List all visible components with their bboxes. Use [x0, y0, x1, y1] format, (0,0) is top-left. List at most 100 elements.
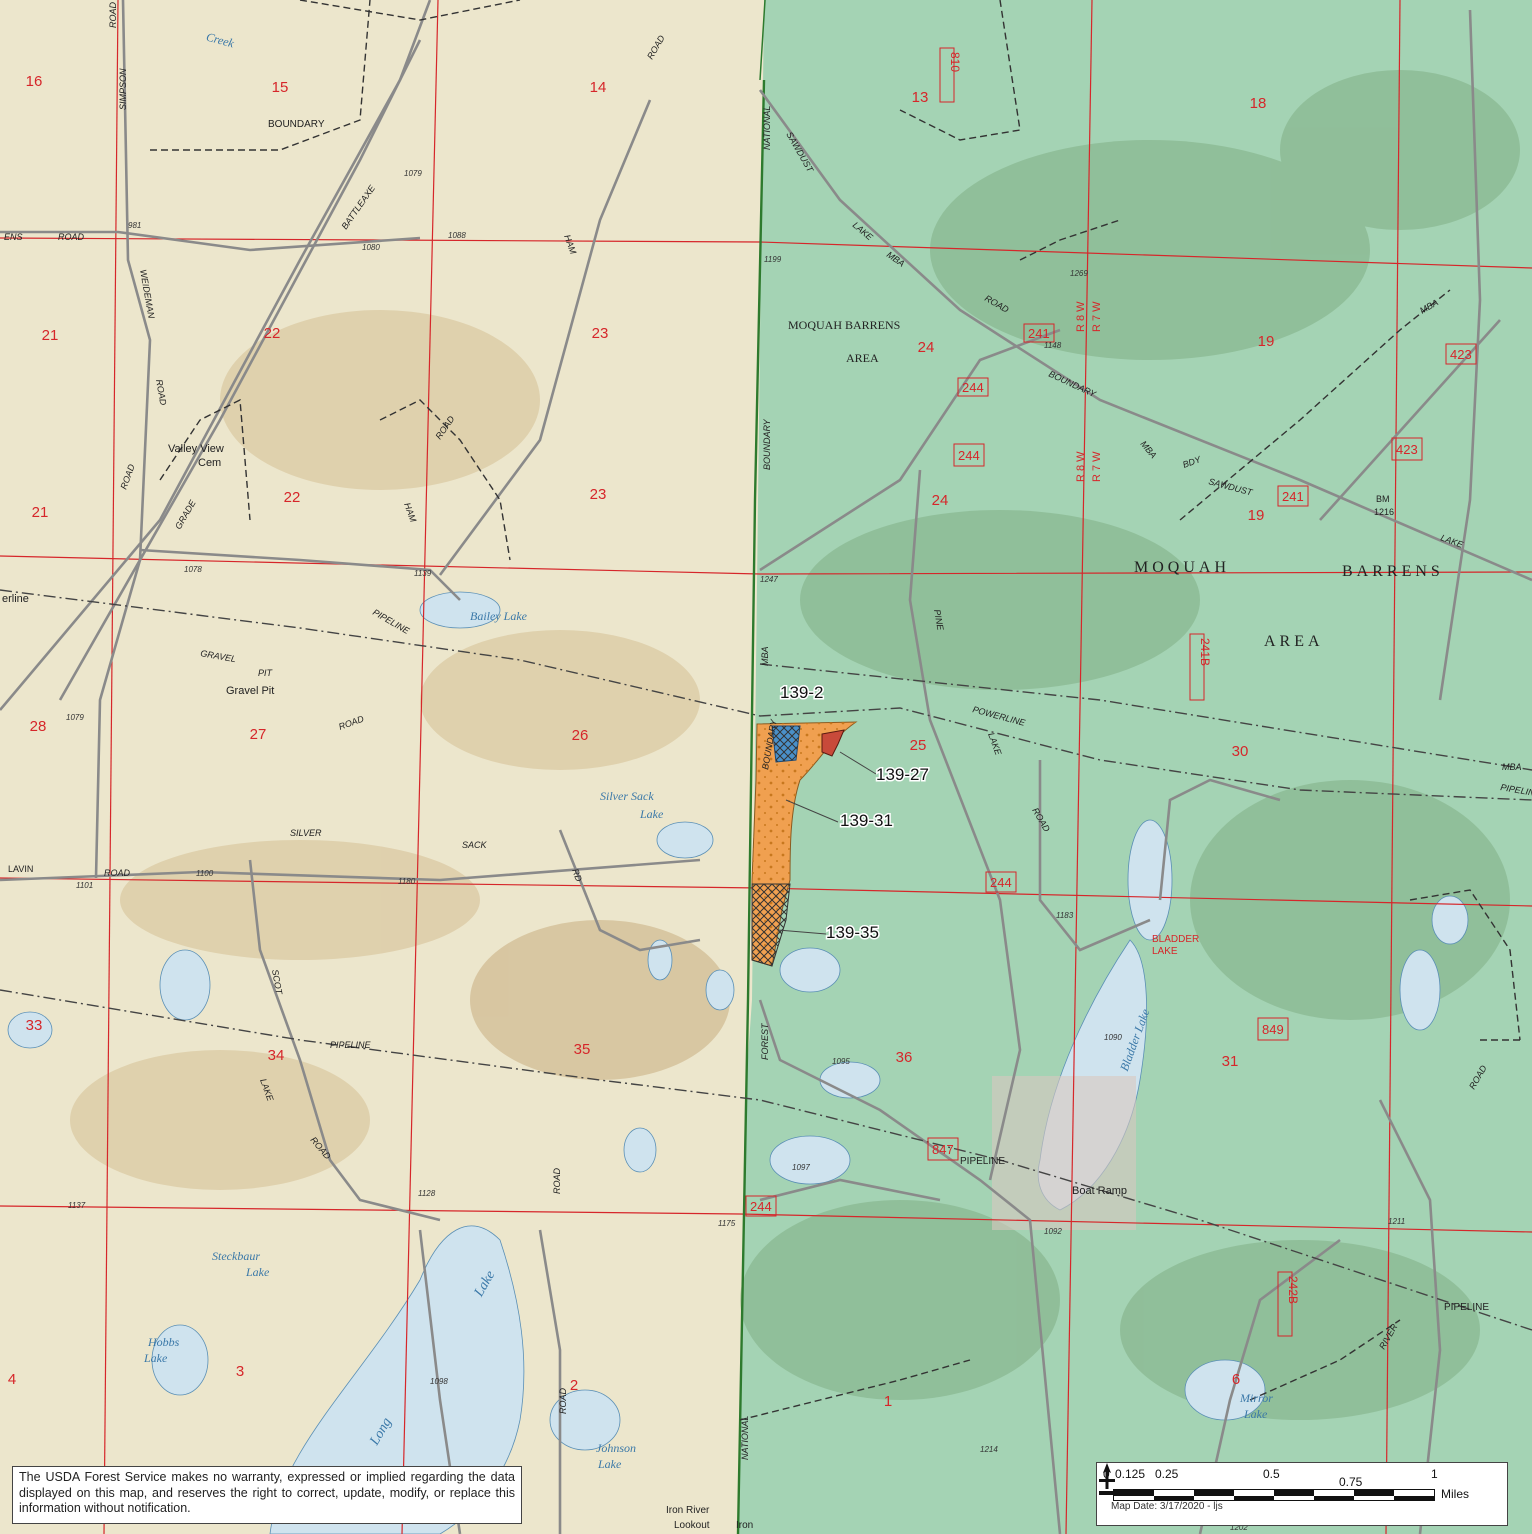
svg-text:LAVIN: LAVIN — [8, 864, 33, 874]
unit-label-139-31: 139-31 — [840, 811, 893, 830]
section-number-labels: 16 15 14 13 18 21 22 23 24 19 21 22 23 2… — [8, 73, 1275, 1410]
svg-text:R 7 W: R 7 W — [1091, 451, 1103, 482]
scale-tick-025: 0.25 — [1155, 1467, 1179, 1481]
svg-text:1088: 1088 — [448, 231, 466, 240]
section-number: 34 — [268, 1047, 285, 1064]
svg-text:BOUNDARY: BOUNDARY — [268, 119, 325, 130]
svg-text:Bailey Lake: Bailey Lake — [470, 609, 528, 623]
scale-units: Miles — [1441, 1487, 1470, 1501]
bladder-lake-development — [992, 1076, 1136, 1230]
svg-text:1100: 1100 — [196, 869, 214, 878]
svg-text:ROAD: ROAD — [58, 232, 85, 242]
svg-text:Gravel Pit: Gravel Pit — [226, 685, 274, 697]
svg-text:FOREST: FOREST — [760, 1022, 770, 1060]
svg-text:1183: 1183 — [1056, 911, 1074, 920]
svg-text:RD: RD — [570, 867, 584, 883]
svg-text:NATIONAL: NATIONAL — [762, 106, 772, 150]
svg-text:SIMPSON: SIMPSON — [118, 68, 128, 110]
map-date: Map Date: 3/17/2020 - ljs — [1111, 1501, 1223, 1512]
svg-text:Mirror: Mirror — [1239, 1391, 1273, 1405]
svg-text:BLADDER: BLADDER — [1152, 934, 1199, 945]
svg-text:AREA: AREA — [846, 351, 879, 365]
section-number: 23 — [592, 325, 609, 342]
svg-text:ROAD: ROAD — [108, 1, 118, 28]
road-number: 241 — [1028, 326, 1050, 341]
section-number: 24 — [932, 492, 949, 509]
svg-text:1128: 1128 — [418, 1189, 436, 1198]
svg-text:SACK: SACK — [462, 840, 488, 850]
section-number: 28 — [30, 718, 47, 735]
section-number: 22 — [284, 489, 301, 506]
section-number: 6 — [1232, 1371, 1240, 1388]
svg-text:LAKE: LAKE — [1152, 946, 1178, 957]
svg-text:Iron: Iron — [736, 1520, 753, 1531]
svg-text:1078: 1078 — [184, 565, 202, 574]
vertical-road-numbers: 810 241B 242B — [939, 47, 1300, 1337]
svg-text:1080: 1080 — [362, 243, 380, 252]
svg-text:BARRENS: BARRENS — [1342, 563, 1444, 580]
road-number: 423 — [1396, 442, 1418, 457]
svg-text:1095: 1095 — [832, 1057, 850, 1066]
svg-text:1101: 1101 — [76, 881, 93, 890]
section-number: 21 — [42, 327, 59, 344]
svg-text:1079: 1079 — [66, 713, 84, 722]
scale-tick-05: 0.5 — [1263, 1467, 1280, 1481]
svg-text:981: 981 — [128, 221, 141, 230]
svg-text:MOQUAH: MOQUAH — [1134, 559, 1230, 576]
svg-text:PINE: PINE — [932, 609, 946, 632]
svg-text:MBA: MBA — [1502, 762, 1522, 772]
section-number: 21 — [32, 504, 49, 521]
svg-text:Valley View: Valley View — [168, 443, 224, 455]
range-labels: R 8 W R 7 W R 8 W R 7 W — [1075, 301, 1103, 482]
road-number: 244 — [958, 448, 980, 463]
svg-text:R 8 W: R 8 W — [1075, 301, 1087, 332]
road-number: 242B — [1286, 1276, 1300, 1304]
section-number: 4 — [8, 1371, 16, 1388]
svg-text:1199: 1199 — [764, 255, 782, 264]
scale-bar: 0 0.125 0.25 0.5 0.75 1 Miles Map Date: … — [1096, 1462, 1508, 1526]
svg-text:ROAD: ROAD — [558, 1387, 568, 1414]
road-number: 244 — [962, 380, 984, 395]
unit-label-139-2: 139-2 — [780, 683, 823, 702]
disclaimer-box: The USDA Forest Service makes no warrant… — [12, 1466, 522, 1524]
scale-bar-lower — [1113, 1496, 1435, 1501]
section-number: 3 — [236, 1363, 244, 1380]
scale-tick-1: 1 — [1431, 1467, 1438, 1481]
svg-text:PIPELINE: PIPELINE — [960, 1156, 1005, 1167]
svg-text:erline: erline — [2, 593, 29, 605]
svg-text:R 7 W: R 7 W — [1091, 301, 1103, 332]
unit-139-27[interactable] — [821, 729, 845, 757]
terrain-shading — [70, 70, 1520, 1420]
section-number: 19 — [1248, 507, 1265, 524]
svg-text:1092: 1092 — [1044, 1227, 1062, 1236]
svg-text:SILVER: SILVER — [290, 828, 322, 838]
trails — [150, 0, 1521, 1421]
svg-text:Steckbaur: Steckbaur — [212, 1249, 260, 1263]
section-number: 19 — [1258, 333, 1275, 350]
svg-text:1202: 1202 — [1230, 1523, 1248, 1532]
unit-label-139-27: 139-27 — [876, 765, 929, 784]
road-number: 810 — [948, 52, 962, 72]
svg-text:1214: 1214 — [980, 1445, 998, 1454]
svg-text:1180: 1180 — [398, 877, 416, 886]
road-number: 241 — [1282, 489, 1304, 504]
svg-text:1211: 1211 — [1388, 1217, 1405, 1226]
section-number: 33 — [26, 1017, 43, 1034]
svg-text:AREA: AREA — [1264, 633, 1324, 650]
section-number: 25 — [910, 737, 927, 754]
svg-text:1137: 1137 — [68, 1201, 86, 1210]
svg-text:MOQUAH BARRENS: MOQUAH BARRENS — [788, 318, 900, 332]
svg-text:1098: 1098 — [430, 1377, 448, 1386]
svg-text:PIPELINE: PIPELINE — [1444, 1302, 1489, 1313]
svg-text:1247: 1247 — [760, 575, 778, 584]
svg-text:R 8 W: R 8 W — [1075, 451, 1087, 482]
section-number: 22 — [264, 325, 281, 342]
svg-text:1216: 1216 — [1374, 507, 1394, 517]
section-number: 13 — [912, 89, 929, 106]
svg-text:Lake: Lake — [1243, 1407, 1268, 1421]
svg-text:BOUNDARY: BOUNDARY — [762, 418, 772, 470]
svg-text:Lookout: Lookout — [674, 1520, 710, 1531]
svg-text:Lake: Lake — [245, 1265, 270, 1279]
unit-139-35[interactable] — [751, 883, 791, 967]
